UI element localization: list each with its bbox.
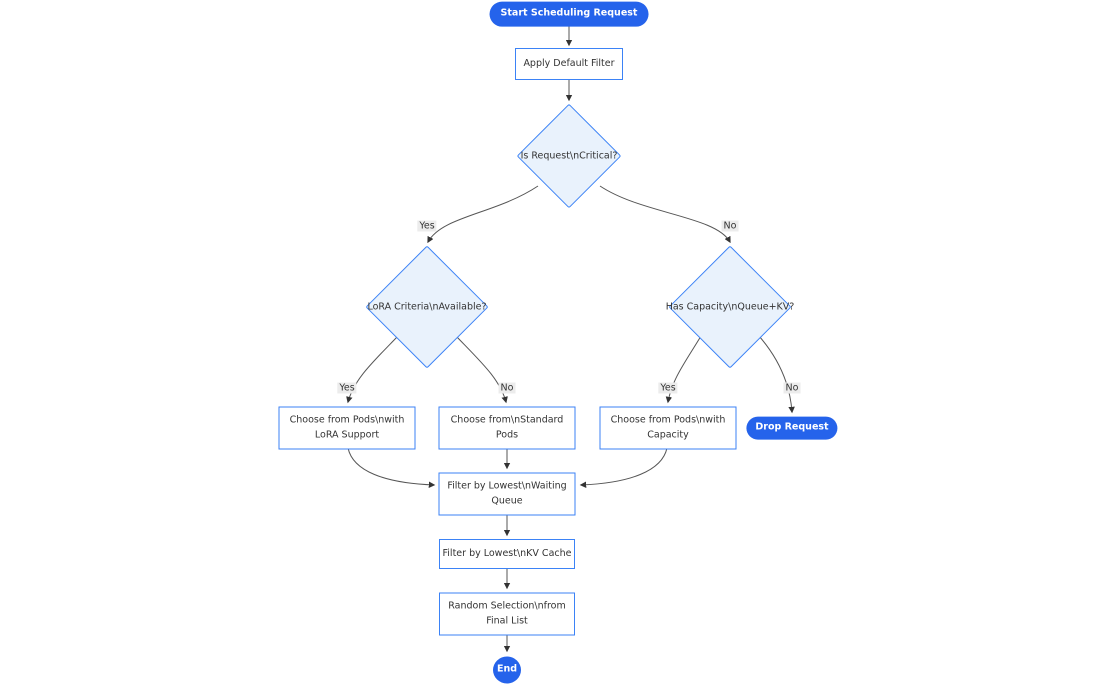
node-label: Has Capacity\nQueue+KV? <box>665 301 795 313</box>
node-label: Random Selection\nfrom Final List <box>448 600 566 626</box>
edge-critical-no <box>599 185 731 244</box>
node-label: Filter by Lowest\nWaiting Queue <box>447 480 567 506</box>
node-label: Start Scheduling Request <box>500 7 638 19</box>
node-drop-request: Drop Request <box>746 416 838 440</box>
node-label: Choose from Pods\nwith Capacity <box>610 414 726 440</box>
node-label: Choose from Pods\nwith LoRA Support <box>289 414 405 440</box>
node-apply-default-filter: Apply Default Filter <box>515 48 623 80</box>
node-choose-pods-lora: Choose from Pods\nwith LoRA Support <box>278 406 416 450</box>
edge-lorapods-to-filterqueue <box>347 447 436 489</box>
edge-capacity-no <box>758 335 795 414</box>
node-choose-standard-pods: Choose from\nStandard Pods <box>438 406 576 450</box>
edge-capacitypods-to-filterqueue <box>579 447 668 489</box>
node-filter-kv-cache: Filter by Lowest\nKV Cache <box>439 539 575 569</box>
edge-label-capacity-no: No <box>783 382 801 394</box>
edge-label-lora-yes: Yes <box>337 382 357 394</box>
edge-label-critical-yes: Yes <box>417 220 437 232</box>
node-label: Choose from\nStandard Pods <box>450 414 564 440</box>
node-label: Filter by Lowest\nKV Cache <box>442 547 572 559</box>
node-end: End <box>493 656 521 684</box>
node-label: Drop Request <box>755 421 829 433</box>
node-label: LoRA Criteria\nAvailable? <box>367 301 487 313</box>
edge-lora-yes <box>346 335 399 404</box>
edge-lora-no <box>455 335 508 404</box>
edge-label-lora-no: No <box>498 382 516 394</box>
node-start-scheduling-request: Start Scheduling Request <box>489 1 649 27</box>
node-label: Apply Default Filter <box>523 57 615 69</box>
edge-capacity-yes <box>665 335 702 404</box>
node-random-selection: Random Selection\nfrom Final List <box>439 592 575 636</box>
node-label: End <box>496 663 518 675</box>
node-filter-waiting-queue: Filter by Lowest\nWaiting Queue <box>438 472 576 516</box>
edge-critical-yes <box>427 185 539 244</box>
node-choose-pods-capacity: Choose from Pods\nwith Capacity <box>599 406 737 450</box>
node-label: Is Request\nCritical? <box>520 150 618 162</box>
edge-label-critical-no: No <box>721 220 739 232</box>
edge-label-capacity-yes: Yes <box>658 382 678 394</box>
